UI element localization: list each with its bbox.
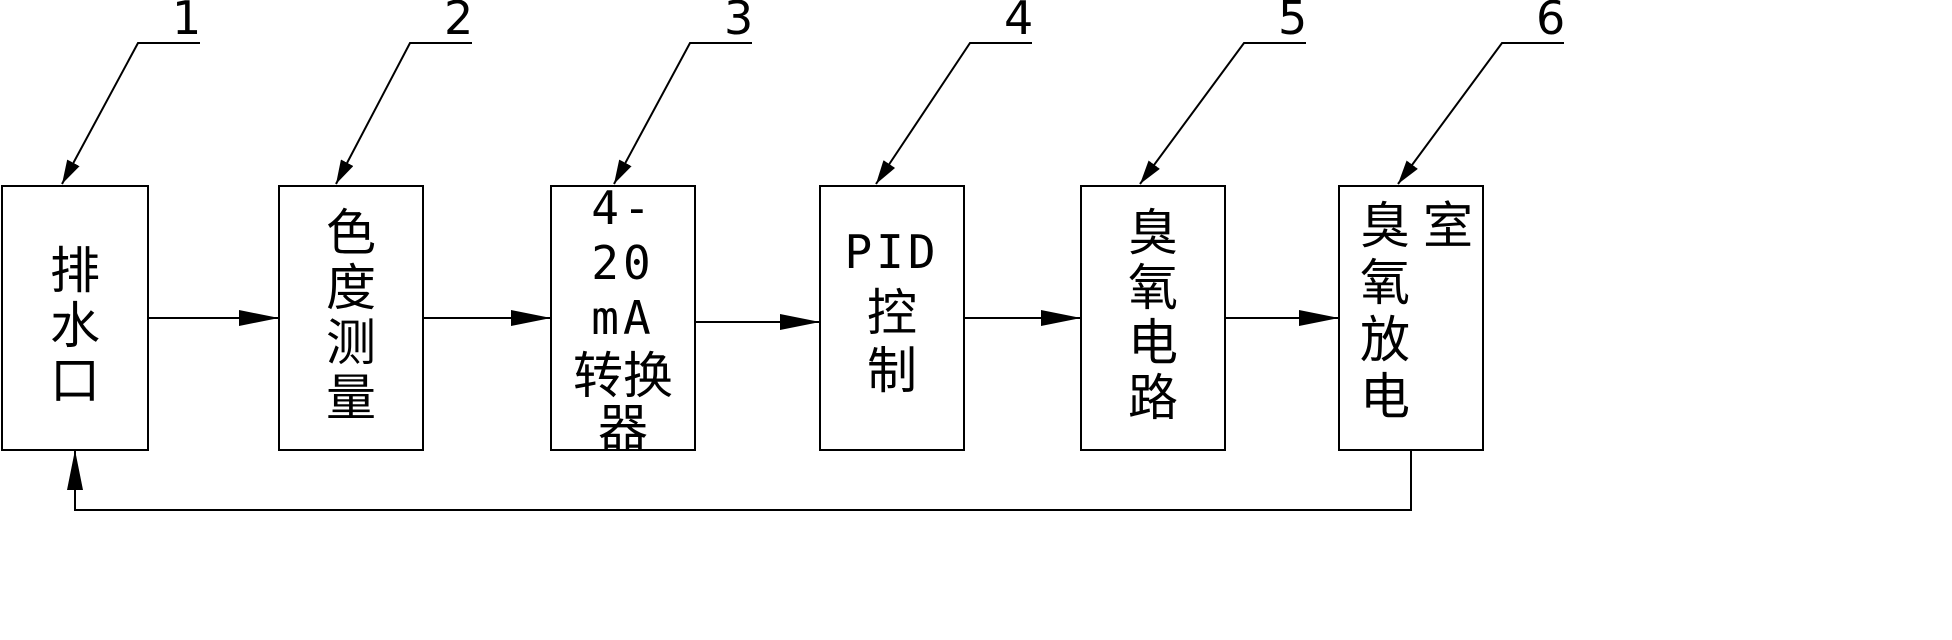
callout-number-1: 1 (172, 0, 201, 45)
pid-line-3: 制 (867, 342, 917, 400)
callout-number-6: 6 (1536, 0, 1565, 45)
callout-leader-2 (335, 42, 472, 185)
drain-outlet-char-3: 口 (50, 352, 100, 410)
chroma-char-1: 色 (326, 204, 376, 262)
ozone-circuit-char-1: 臭 (1128, 204, 1178, 262)
ozone-circuit-block (1080, 185, 1226, 451)
converter-line-5: 器 (598, 399, 648, 457)
callout-leader-3 (613, 42, 752, 185)
chroma-measure-block (278, 185, 424, 451)
pid-line-1: PID (844, 225, 939, 279)
ozone-chamber-char-4: 电 (1360, 368, 1410, 426)
drain-outlet-block (1, 185, 149, 451)
drain-outlet-char-1: 排 (50, 242, 100, 300)
callout-number-4: 4 (1004, 0, 1033, 45)
callout-leader-5 (1139, 42, 1306, 185)
converter-line-4: 转换 (573, 347, 673, 405)
ozone-circuit-char-3: 电 (1128, 314, 1178, 372)
callout-leader-1 (61, 42, 200, 185)
chroma-char-2: 度 (326, 259, 376, 317)
ozone-circuit-char-2: 氧 (1128, 259, 1178, 317)
converter-block (550, 185, 696, 451)
ozone-chamber-block (1338, 185, 1484, 451)
converter-line-2: 20 (591, 236, 654, 290)
pid-line-2: 控 (867, 284, 917, 342)
drain-outlet-char-2: 水 (50, 297, 100, 355)
callout-number-2: 2 (444, 0, 473, 45)
ozone-chamber-char-5: 室 (1423, 197, 1473, 255)
callout-number-5: 5 (1278, 0, 1307, 45)
ozone-chamber-char-2: 氧 (1360, 254, 1410, 312)
converter-line-3: mA (591, 291, 654, 345)
callout-leader-4 (875, 42, 1032, 185)
callout-number-3: 3 (724, 0, 753, 45)
chroma-char-3: 测 (326, 314, 376, 372)
callout-leader-6 (1397, 42, 1564, 185)
pid-control-block (819, 185, 965, 451)
converter-line-1: 4- (591, 181, 654, 235)
ozone-chamber-char-1: 臭 (1360, 197, 1410, 255)
feedback-loop-arrow (67, 450, 1412, 511)
ozone-circuit-char-4: 路 (1128, 369, 1178, 427)
chroma-char-4: 量 (326, 369, 376, 427)
ozone-chamber-char-3: 放 (1360, 311, 1410, 369)
